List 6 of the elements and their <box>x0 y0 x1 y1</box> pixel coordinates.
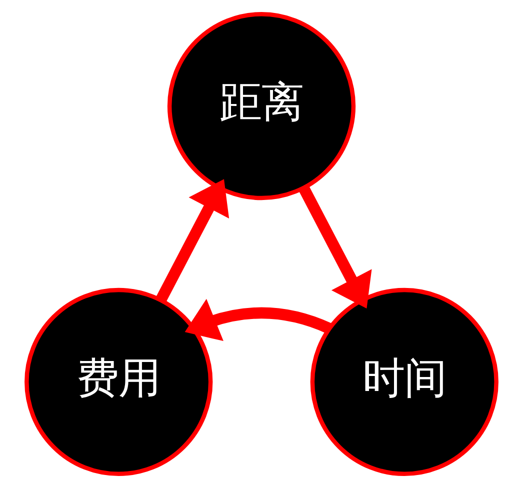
node-circle: 费用 <box>24 288 213 476</box>
arrow <box>184 298 332 342</box>
node-circle: 距离 <box>167 12 356 200</box>
node-circle: 时间 <box>310 288 498 476</box>
arrow <box>156 179 230 302</box>
arrow <box>298 185 372 308</box>
